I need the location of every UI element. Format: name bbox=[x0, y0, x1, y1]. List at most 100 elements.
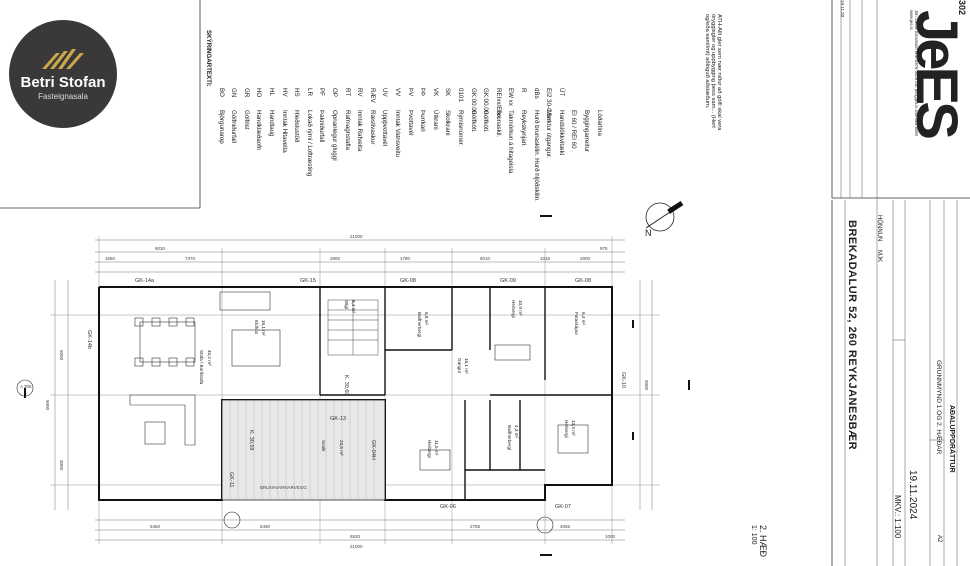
legend-desc: Ræstivaskur bbox=[368, 110, 376, 145]
gk-10: GK-10 bbox=[620, 372, 626, 388]
legend-code: OP bbox=[331, 88, 338, 97]
legend-code: EI2 30-CSm bbox=[545, 88, 553, 122]
legend-row: EI2 30-CSmMerktur útgangur. bbox=[545, 88, 552, 159]
legend-row: UV Uppþvottavél bbox=[381, 88, 388, 146]
floor-scale: 1: 100 bbox=[750, 525, 757, 545]
sheet-subtitle: GRUNNMYND 1.OG 2. HÆÐAR bbox=[935, 360, 942, 455]
gk-08b: GK-08 bbox=[575, 278, 591, 284]
svg-text:N: N bbox=[645, 228, 652, 238]
dim-bottom-5: 4055 bbox=[560, 524, 571, 529]
gk-06: GK-06 bbox=[440, 504, 456, 510]
legend-row: LRLokað rými / Loftræsting bbox=[306, 88, 313, 176]
legend-row: 0101Rýmisnúmer. bbox=[457, 88, 464, 146]
dim-top-total: 21000 bbox=[350, 234, 363, 239]
legend-row: BOBjórgunarop bbox=[218, 88, 225, 144]
room-bed1-area: 10,9 m² bbox=[518, 300, 523, 316]
legend-desc: Þurrkari bbox=[419, 110, 427, 132]
legend-row: HLHandlaug bbox=[268, 88, 275, 137]
legend-desc: Lóðarlína bbox=[595, 110, 603, 136]
gk-15: GK-15 bbox=[300, 278, 316, 284]
legend-code: GN bbox=[230, 88, 238, 98]
legend-code: HV bbox=[280, 88, 288, 97]
legend-code: R bbox=[520, 88, 527, 93]
gk-09: GK-09 bbox=[500, 278, 516, 284]
dim-top-9: 1650 bbox=[105, 256, 116, 261]
legend-row: SK Skolkrani bbox=[444, 88, 451, 135]
company-address: Jón Stefán Einarsson kt 270976-3609 fax:… bbox=[909, 10, 919, 136]
dim-bottom-3: 6520 bbox=[350, 534, 361, 539]
dim-top-10: 975 bbox=[600, 246, 608, 251]
glass-note: ATH-Allt gler sem nær niður að gólfi ska… bbox=[704, 14, 722, 131]
legend-desc: Bjórgunarop bbox=[217, 110, 225, 144]
brannvegg-label: BRUNAVARNARVEGG bbox=[260, 485, 307, 490]
legend-row: GNGólfniðurfall bbox=[230, 88, 237, 143]
legend-code: EW xx bbox=[507, 88, 515, 106]
legend-desc: Gólfkóti. bbox=[482, 110, 490, 133]
date: 19.11.2024 bbox=[907, 470, 918, 520]
section-marker: A 305 bbox=[20, 384, 32, 389]
legend-desc: Gólfrist bbox=[242, 110, 250, 130]
legend-desc: Uppþvottavél bbox=[381, 110, 389, 147]
dim-top-1: 9030 bbox=[155, 246, 166, 251]
legend-desc: Byggingarreitur bbox=[583, 110, 590, 152]
legend-row: EI 60 / REI 60 bbox=[570, 88, 577, 149]
building-logo-icon bbox=[42, 49, 84, 69]
gk-11: GK-11 bbox=[228, 472, 234, 488]
legend-desc: Inntak Hitaveita bbox=[280, 110, 288, 153]
room-closet: Fataskápur bbox=[574, 312, 579, 335]
legend-desc: Útkrani bbox=[431, 110, 439, 130]
legend-row: HV Inntak Hitaveita bbox=[281, 88, 288, 153]
room-stair-area: 8,4 m² bbox=[351, 300, 356, 313]
dim-left-2: 3000 bbox=[59, 460, 64, 471]
rev-date: 19.11.20 bbox=[840, 0, 845, 18]
room-kitchen-area: 16,1 m² bbox=[261, 320, 266, 336]
dim-bottom-4: 2755 bbox=[470, 524, 481, 529]
legend-code: VV bbox=[394, 88, 401, 97]
gk-14a: GK-14a bbox=[135, 278, 155, 284]
legend-code: UV bbox=[381, 88, 389, 97]
legend-row: HSHleðslustöð bbox=[293, 88, 300, 142]
scale: MKV.: 1:100 bbox=[893, 495, 902, 539]
room-bath2: Baðherbergi bbox=[507, 425, 513, 450]
room-hall: Gangur bbox=[457, 358, 462, 374]
room-balcony: Svalir bbox=[321, 440, 326, 452]
legend-code: LR bbox=[305, 88, 313, 96]
dim-right-total: 9000 bbox=[644, 380, 649, 391]
legend-code: HO bbox=[255, 88, 263, 98]
legend-code: VK bbox=[431, 88, 439, 97]
legend-code: dBs bbox=[532, 88, 540, 99]
dim-bottom-1: 5460 bbox=[150, 524, 161, 529]
legend-code: ÚT bbox=[557, 88, 565, 97]
legend-row: RReykskynjari. bbox=[520, 88, 527, 147]
legend-desc: Takmörkun á hitageisla bbox=[507, 110, 515, 174]
dim-bottom-total: 21000 bbox=[350, 544, 363, 549]
room-kitchen: Eldhús bbox=[254, 320, 259, 335]
legend-desc: EI 60 / REI 60 bbox=[570, 110, 578, 149]
legend-row: OP Opnanlegur gluggi bbox=[331, 88, 338, 161]
legend-code: RT bbox=[343, 88, 351, 97]
legend-desc: Brunaskil. bbox=[494, 110, 502, 138]
dim-bottom-2: 5480 bbox=[260, 524, 271, 529]
sheet-format: A2 bbox=[936, 535, 942, 543]
gk-04h: GK-04H bbox=[370, 440, 376, 460]
dim-top-4: 2800 bbox=[330, 256, 341, 261]
legend-row: RVInntak Rafveita bbox=[356, 88, 363, 151]
legend-desc: Skolkrani bbox=[444, 110, 452, 136]
legend-desc: Opnanlegur gluggi bbox=[331, 110, 338, 161]
legend-desc: Hurð brunaskilin. Hurð hljóðskilin. bbox=[532, 110, 540, 202]
room-bed2-area: 11,5 m² bbox=[434, 440, 439, 456]
dim-top-8: 2800 bbox=[580, 256, 591, 261]
room-bath2-area: 4,3 m² bbox=[514, 425, 519, 438]
legend-desc: Þvottavél bbox=[406, 110, 414, 136]
legend-row: Lóðarlína bbox=[596, 88, 603, 136]
legend-code: HS bbox=[293, 88, 301, 97]
legend-desc: Merktur útgangur. bbox=[545, 110, 553, 159]
gk-14b: GK-14b bbox=[86, 330, 92, 349]
legend-desc: Inntak Rafveita bbox=[356, 110, 364, 152]
kote-1: K. 30,60 bbox=[343, 375, 349, 396]
legend-desc: Handklæðaofn bbox=[255, 110, 263, 151]
north-arrow-icon: N bbox=[645, 200, 684, 238]
legend-code: SK bbox=[444, 88, 452, 97]
gk-08a: GK-08 bbox=[400, 278, 416, 284]
sheet-title: AÐALUPPDRÁTTUR bbox=[948, 405, 955, 473]
